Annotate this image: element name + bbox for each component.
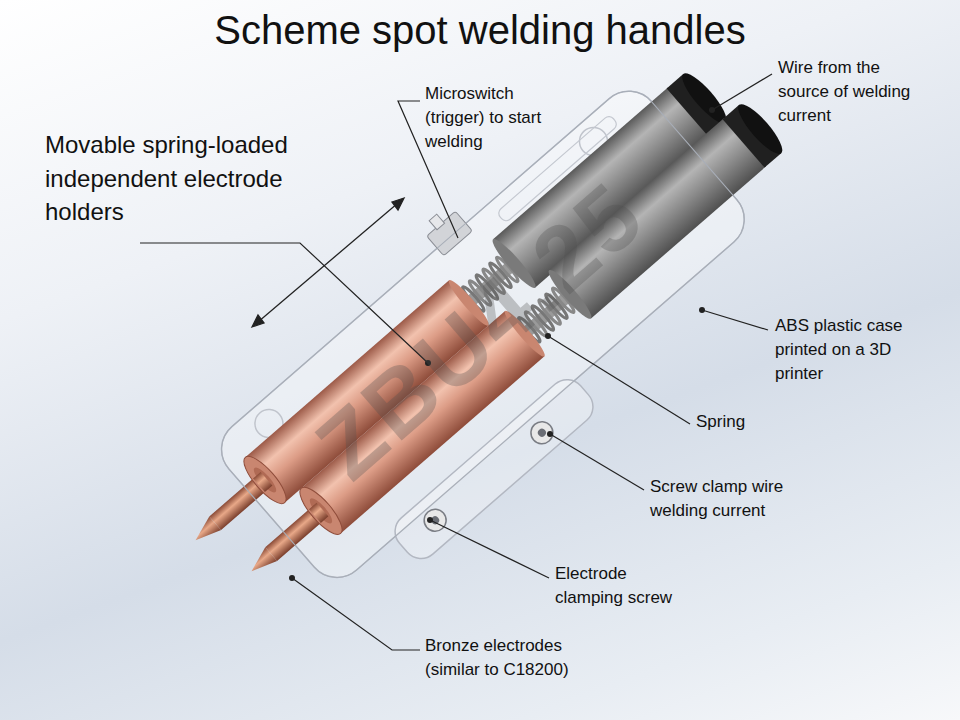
callout-label: Wire from the source of welding current xyxy=(778,56,913,127)
callout-label: Screw clamp wire welding current xyxy=(650,475,815,523)
diagram-title: Scheme spot welding handles xyxy=(0,8,960,53)
callout-label: Spring xyxy=(696,410,786,434)
callout-label: Bronze electrodes (similar to C18200) xyxy=(425,634,600,682)
callout-label: Electrode clamping screw xyxy=(555,562,687,610)
callout-label: ABS plastic case printed on a 3D printer xyxy=(775,314,925,385)
callout-label: Microswitch (trigger) to start welding xyxy=(425,82,543,153)
callout-label: Movable spring-loaded independent electr… xyxy=(45,128,345,229)
